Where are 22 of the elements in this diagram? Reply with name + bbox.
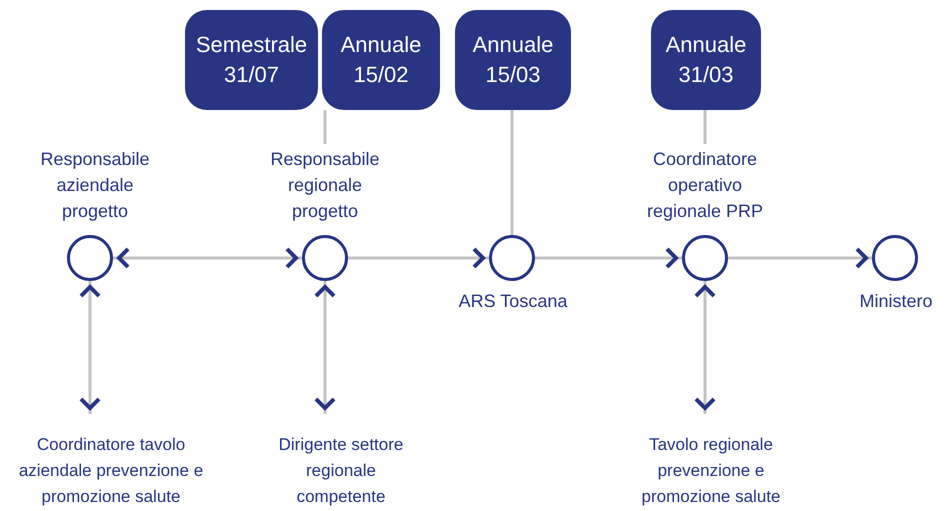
date-box: Semestrale 31/07 [185,10,318,110]
role-label: Dirigente settore regionale competente [268,432,414,510]
arrow [348,247,489,269]
arrow [79,281,101,414]
date-box: Annuale 31/03 [651,10,761,110]
connector-line [324,110,326,144]
role-label: Coordinatore operativo regionale PRP [646,148,764,223]
role-label: Coordinatore tavolo aziendale prevenzione e promozione salute [14,432,208,510]
arrow [728,247,872,269]
role-label: Responsabile aziendale progetto [39,148,151,223]
date-box: Annuale 15/03 [455,10,571,110]
role-label: ARS Toscana [458,290,568,313]
connector-line [510,110,514,235]
arrow [694,281,716,414]
arrow [113,247,302,269]
role-label: Tavolo regionale prevenzione e promozione salute [620,432,802,510]
role-label: Ministero [858,290,934,313]
arrow [314,281,336,414]
connector-line [704,110,706,144]
arrow [535,247,682,269]
date-box: Annuale 15/02 [322,10,440,110]
role-label: Responsabile regionale progetto [269,148,381,223]
